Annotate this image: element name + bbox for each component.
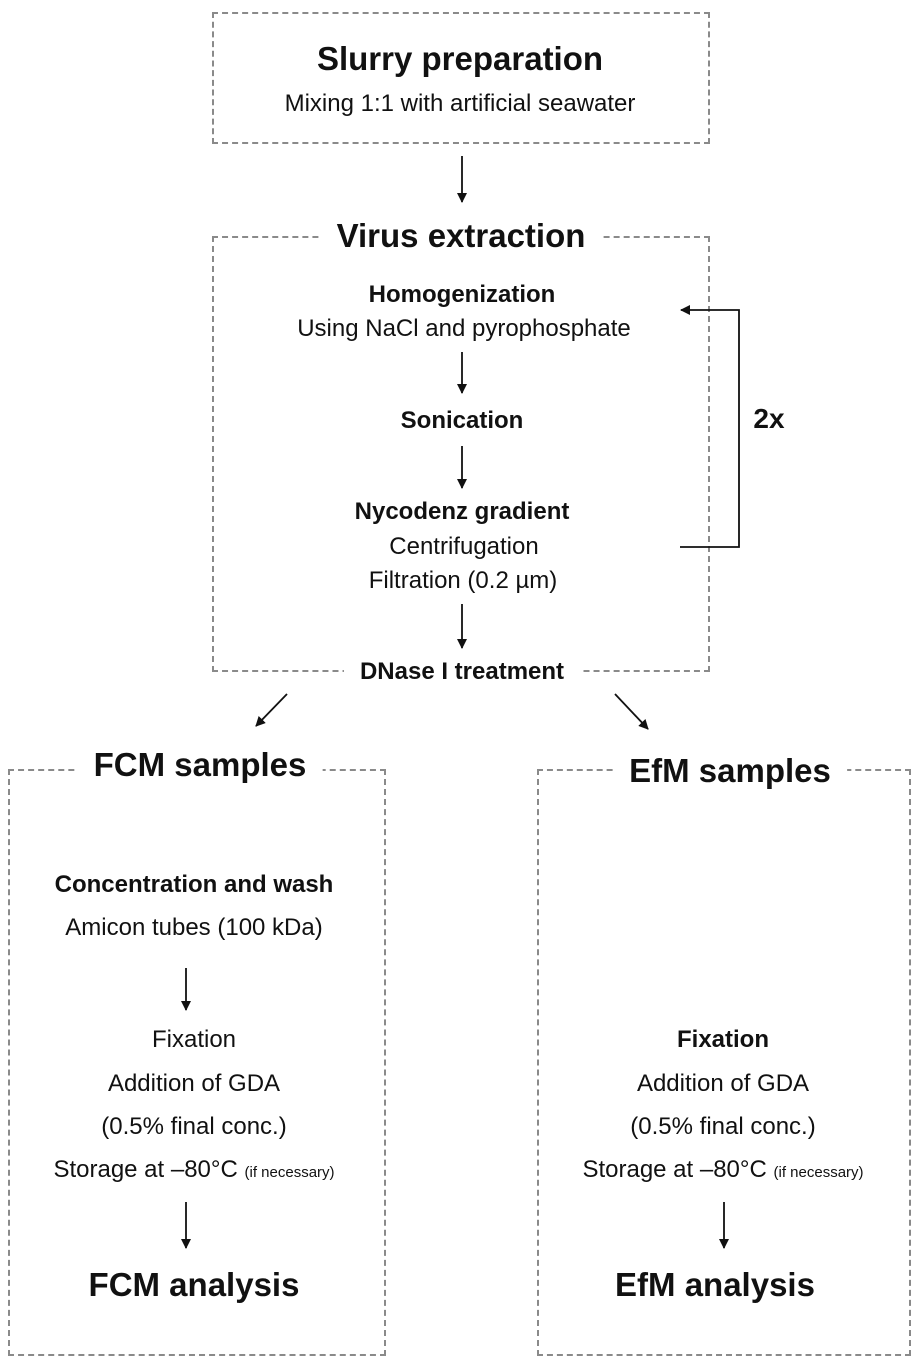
efm-storage-step: Storage at –80°C (if necessary) bbox=[582, 1158, 863, 1182]
efm-analysis-title: EfM analysis bbox=[615, 1266, 815, 1303]
slurry-preparation-box bbox=[212, 12, 710, 144]
fcm-addition-step: Addition of GDA bbox=[107, 1070, 281, 1097]
fcm-fixation-step: Fixation bbox=[151, 1026, 237, 1053]
virus-extraction-title: Virus extraction bbox=[320, 219, 602, 252]
fcm-storage-note: (if necessary) bbox=[244, 1164, 335, 1181]
dnase-treatment-step: DNase I treatment bbox=[343, 660, 581, 684]
repeat-loop-arrow bbox=[680, 305, 740, 548]
fcm-concentration-note: (0.5% final conc.) bbox=[101, 1113, 287, 1140]
nycodenz-gradient-title: Nycodenz gradient bbox=[354, 498, 570, 525]
repeat-count-label: 2x bbox=[753, 403, 785, 434]
arrow-dnase-to-efm bbox=[614, 693, 649, 730]
fcm-concentration-detail: Amicon tubes (100 kDa) bbox=[65, 914, 323, 941]
efm-storage-note: (if necessary) bbox=[773, 1164, 864, 1181]
arrow-dnase-to-fcm bbox=[255, 693, 288, 727]
efm-concentration-note: (0.5% final conc.) bbox=[630, 1113, 816, 1140]
efm-addition-step: Addition of GDA bbox=[636, 1070, 810, 1097]
slurry-preparation-title: Slurry preparation bbox=[316, 40, 604, 77]
efm-storage-text: Storage at –80°C bbox=[582, 1156, 767, 1183]
homogenization-detail: Using NaCl and pyrophosphate bbox=[297, 315, 631, 342]
sonication-title: Sonication bbox=[400, 407, 524, 434]
fcm-storage-step: Storage at –80°C (if necessary) bbox=[53, 1158, 334, 1182]
fcm-concentration-title: Concentration and wash bbox=[54, 871, 334, 898]
efm-fixation-step: Fixation bbox=[676, 1026, 770, 1053]
fcm-analysis-title: FCM analysis bbox=[88, 1266, 300, 1303]
filtration-step: Filtration (0.2 µm) bbox=[368, 567, 558, 594]
slurry-preparation-subtitle: Mixing 1:1 with artificial seawater bbox=[284, 90, 636, 117]
centrifugation-step: Centrifugation bbox=[389, 533, 539, 560]
fcm-storage-text: Storage at –80°C bbox=[53, 1156, 238, 1183]
efm-samples-title: EfM samples bbox=[613, 754, 847, 787]
fcm-samples-title: FCM samples bbox=[77, 748, 323, 781]
homogenization-title: Homogenization bbox=[368, 281, 556, 308]
